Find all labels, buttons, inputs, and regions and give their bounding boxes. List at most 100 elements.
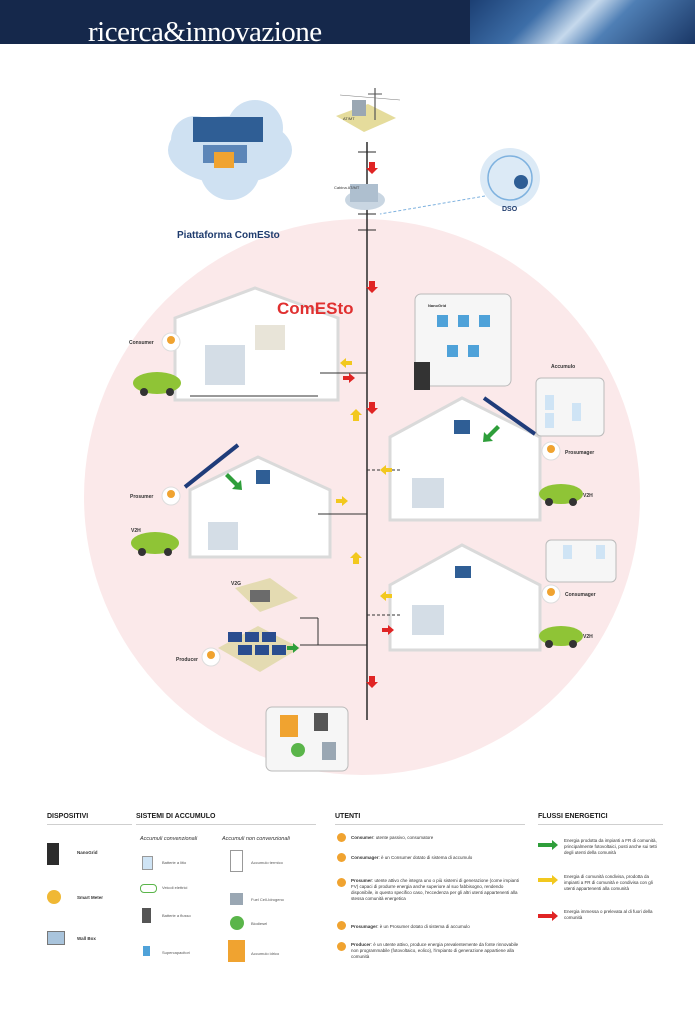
wall-box-icon xyxy=(47,931,65,945)
community-label: ComESto xyxy=(277,299,354,318)
user-role: Producer xyxy=(351,942,371,947)
ev-icon xyxy=(140,884,157,893)
house-prosumer xyxy=(183,443,332,559)
avatar-consumager xyxy=(541,584,561,604)
flow-yellow-desc: Energia di comunità condivisa, prodotta … xyxy=(564,874,653,891)
user-desc: : è un Prosumer dotato di sistema di acc… xyxy=(377,924,470,929)
nonconv-item-3: Biodiesel xyxy=(251,921,268,926)
red-arrow-icon xyxy=(343,162,394,688)
supercap-icon xyxy=(143,946,150,956)
yellow-arrow-icon xyxy=(336,358,392,601)
legend: DISPOSITIVI NanoGrid Smart Meter Wall Bo… xyxy=(35,806,675,976)
conv-item-1: Batterie a litio xyxy=(162,860,187,865)
device-smart-meter: Smart Meter xyxy=(77,895,104,900)
community-diagram: Piattaforma ComESto ComESto DSO AT/MT Ca… xyxy=(0,44,695,804)
user-icon xyxy=(337,921,346,930)
nanogrid-label: NanoGrid xyxy=(428,303,447,308)
platform-label: Piattaforma ComESto xyxy=(177,230,280,241)
platform-cloud-icon xyxy=(168,100,292,200)
water-storage-icon xyxy=(228,940,245,962)
role-v2h-right1: V2H xyxy=(583,493,593,499)
legend-utenti-heading: UTENTI xyxy=(335,813,361,820)
red-flow-arrow-icon xyxy=(538,911,558,921)
device-wall-box: Wall Box xyxy=(77,936,96,941)
legend-rule xyxy=(47,824,132,825)
role-v2h-left: V2H xyxy=(131,528,141,534)
conv-item-3: Batterie a flusso xyxy=(162,913,191,918)
nanogrid-icon xyxy=(47,843,59,865)
avatar-prosumager xyxy=(541,441,561,461)
lithium-battery-icon xyxy=(142,856,153,870)
user-producer: Producer: è un utente attivo, produce en… xyxy=(351,942,521,960)
nonconv-item-1: Accumulo termico xyxy=(251,860,283,865)
dso-label: DSO xyxy=(502,206,518,213)
user-prosumager: Prosumager: è un Prosumer dotato di sist… xyxy=(351,924,521,930)
legend-dispositivi-heading: DISPOSITIVI xyxy=(47,813,89,820)
flow-green-desc: Energia prodotta da impianti a FR di com… xyxy=(564,838,657,855)
user-prosumer: Prosumer: utente attivo che integra uno … xyxy=(351,878,521,902)
device-nanogrid: NanoGrid xyxy=(77,850,98,855)
legend-rule xyxy=(538,824,663,825)
header-photo xyxy=(470,0,695,44)
flow-red-desc: Energia immessa o prelevata al di fuori … xyxy=(564,909,653,920)
avatar-producer xyxy=(201,647,221,667)
dso-icon xyxy=(480,148,540,208)
legend-flussi-heading: FLUSSI ENERGETICI xyxy=(538,813,608,820)
legend-rule xyxy=(136,824,316,825)
user-role: Prosumager xyxy=(351,924,378,929)
role-v2h-right2: V2H xyxy=(583,634,593,640)
house-consumer xyxy=(173,286,340,402)
nonconv-item-2: Fuel Cell-Idrogeno xyxy=(251,897,284,902)
conv-item-2: Veicoli elettrici xyxy=(162,885,188,890)
car-prosumager xyxy=(539,484,583,506)
green-arrow-icon xyxy=(225,425,500,653)
grid-label: AT/MT xyxy=(343,116,355,121)
fuel-cell-icon xyxy=(230,893,243,905)
role-consumer: Consumer xyxy=(129,340,154,346)
conv-heading: Accumuli convenzionali xyxy=(140,836,198,842)
user-role: Consumager xyxy=(351,855,379,860)
user-consumer: Consumer: utente passivo, consumatore xyxy=(351,835,521,841)
user-icon xyxy=(337,833,346,842)
biodiesel-icon xyxy=(230,916,244,930)
solar-farm xyxy=(218,626,300,672)
producer-storage-box xyxy=(265,706,349,772)
v2g-parking xyxy=(235,578,298,612)
avatar-consumer xyxy=(161,332,181,352)
smart-meter-icon xyxy=(47,890,61,904)
user-desc: : è un Consumer dotato di sistema di acc… xyxy=(378,855,473,860)
user-role: Prosumer xyxy=(351,878,373,883)
dso-link xyxy=(379,195,486,215)
accumulo-box xyxy=(535,377,605,437)
role-accumulo: Accumulo xyxy=(551,364,576,370)
car-consumager xyxy=(539,626,583,648)
substation-icon xyxy=(345,184,385,210)
legend-sistemi-heading: SISTEMI DI ACCUMULO xyxy=(136,813,216,820)
role-v2g: V2G xyxy=(231,581,242,587)
role-prosumer: Prosumer xyxy=(130,494,154,500)
diagram-graphics xyxy=(84,88,640,775)
user-role: Consumer xyxy=(351,835,374,840)
nanogrid-box xyxy=(414,293,512,390)
conv-item-4: Supercapacitori xyxy=(162,950,190,955)
user-icon xyxy=(337,853,346,862)
flow-battery-icon xyxy=(142,908,151,923)
user-icon xyxy=(337,878,346,887)
yellow-flow-arrow-icon xyxy=(538,875,558,885)
page-header: ricerca&innovazione xyxy=(0,0,695,44)
legend-rule xyxy=(335,824,525,825)
user-desc: : utente passivo, consumatore xyxy=(373,835,434,840)
user-desc: : è un utente attivo, produce energia pr… xyxy=(351,942,519,959)
nonconv-heading: Accumuli non convenzionali xyxy=(222,836,290,842)
avatar-prosumer xyxy=(161,486,181,506)
section-title: ricerca&innovazione xyxy=(88,16,322,44)
hv-tower-icon xyxy=(336,88,401,132)
car-prosumer xyxy=(131,532,179,556)
role-prosumager: Prosumager xyxy=(565,450,595,456)
car-consumer xyxy=(133,372,181,396)
user-consumager: Consumager: è un Consumer dotato di sist… xyxy=(351,855,521,861)
user-desc: : utente attivo che integra uno o più si… xyxy=(351,878,519,901)
nonconv-item-4: Accumulo idrico xyxy=(251,951,280,956)
house-prosumager xyxy=(388,396,542,522)
green-flow-arrow-icon xyxy=(538,840,558,850)
